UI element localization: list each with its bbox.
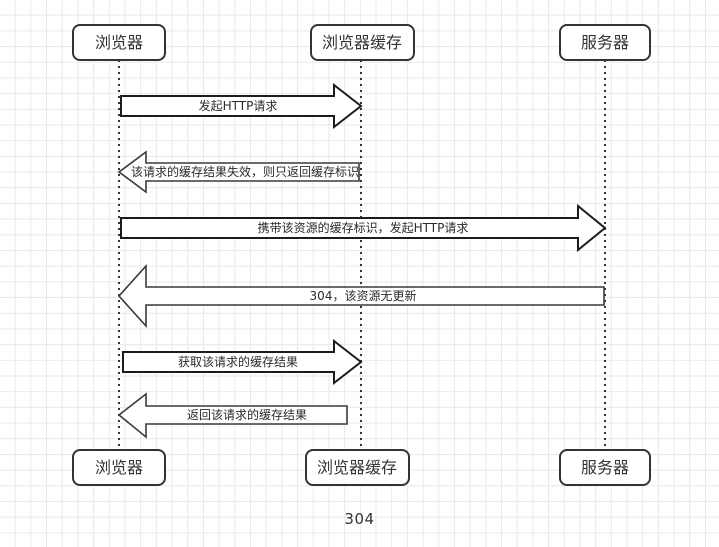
message-label-3: 携带该资源的缓存标识，发起HTTP请求: [258, 220, 469, 235]
message-arrow-right: [120, 203, 607, 253]
participant-label-browser-bottom: 浏览器: [95, 458, 143, 477]
participant-box-rect: [310, 24, 415, 61]
participant-boxes-bottom: 浏览器 浏览器缓存 服务器: [72, 449, 651, 486]
participant-box-browser-top[interactable]: 浏览器: [72, 24, 166, 61]
participant-box-server-top[interactable]: 服务器: [559, 24, 651, 61]
participant-box-browser-bottom[interactable]: 浏览器: [72, 449, 166, 486]
diagram-caption: 304: [344, 510, 375, 528]
message-2[interactable]: 该请求的缓存结果失效，则只返回缓存标识: [117, 150, 360, 194]
participant-box-rect: [559, 449, 651, 486]
message-label-4: 304，该资源无更新: [310, 288, 417, 303]
participant-box-rect: [305, 449, 410, 486]
participant-label-browser-cache-bottom: 浏览器缓存: [317, 458, 397, 477]
message-label-6: 返回该请求的缓存结果: [187, 407, 307, 422]
message-label-1: 发起HTTP请求: [199, 98, 278, 113]
message-arrow-left: [117, 150, 360, 194]
participant-label-server-bottom: 服务器: [581, 458, 629, 477]
participant-label-browser-cache-top: 浏览器缓存: [322, 33, 402, 52]
message-6[interactable]: 返回该请求的缓存结果: [117, 392, 348, 439]
participant-box-browser-cache-bottom[interactable]: 浏览器缓存: [305, 449, 410, 486]
message-arrow-left: [117, 263, 605, 329]
participant-label-server-top: 服务器: [581, 33, 629, 52]
message-label-2: 该请求的缓存结果失效，则只返回缓存标识: [131, 164, 359, 179]
participant-box-rect: [72, 24, 166, 61]
message-4[interactable]: 304，该资源无更新: [117, 263, 605, 329]
participant-label-browser-top: 浏览器: [95, 33, 143, 52]
message-3[interactable]: 携带该资源的缓存标识，发起HTTP请求: [120, 203, 607, 253]
participant-boxes-top: 浏览器 浏览器缓存 服务器: [72, 24, 651, 61]
message-label-5: 获取该请求的缓存结果: [178, 354, 298, 369]
participant-box-server-bottom[interactable]: 服务器: [559, 449, 651, 486]
lifelines: [118, 60, 606, 450]
participant-box-rect: [72, 449, 166, 486]
message-arrow-right: [122, 338, 363, 386]
message-5[interactable]: 获取该请求的缓存结果: [122, 338, 363, 386]
message-arrow-right: [120, 82, 363, 130]
participant-box-rect: [559, 24, 651, 61]
message-arrow-left: [117, 392, 348, 439]
message-1[interactable]: 发起HTTP请求: [120, 82, 363, 130]
participant-box-browser-cache-top[interactable]: 浏览器缓存: [310, 24, 415, 61]
